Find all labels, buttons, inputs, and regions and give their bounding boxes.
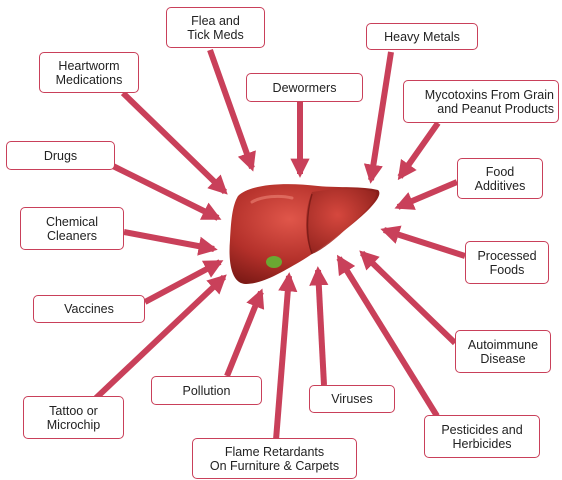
label-heavy-metals: Heavy Metals: [366, 23, 478, 50]
arrow-flame-retardants: [276, 276, 289, 440]
arrow-processed-foods: [384, 230, 465, 256]
label-chemical-cleaners: Chemical Cleaners: [20, 207, 124, 250]
label-processed-foods: Processed Foods: [465, 241, 549, 284]
arrow-vaccines: [145, 262, 220, 302]
label-heartworm-medications: Heartworm Medications: [39, 52, 139, 93]
label-flea-tick-meds: Flea and Tick Meds: [166, 7, 265, 48]
liver-icon: [230, 184, 380, 284]
label-vaccines: Vaccines: [33, 295, 145, 323]
arrow-autoimmune: [362, 253, 455, 343]
label-flame-retardants: Flame Retardants On Furniture & Carpets: [192, 438, 357, 479]
label-viruses: Viruses: [309, 385, 395, 413]
arrow-food-additives: [398, 182, 457, 207]
arrow-flea-tick: [210, 50, 252, 168]
label-food-additives: Food Additives: [457, 158, 543, 199]
label-autoimmune-disease: Autoimmune Disease: [455, 330, 551, 373]
arrow-mycotoxins: [400, 123, 438, 177]
label-drugs: Drugs: [6, 141, 115, 170]
gallbladder-icon: [266, 256, 282, 268]
label-pesticides-herbicides: Pesticides and Herbicides: [424, 415, 540, 458]
label-pollution: Pollution: [151, 376, 262, 405]
arrow-pollution: [227, 292, 261, 376]
arrow-heavy-metals: [371, 52, 391, 180]
arrow-viruses: [318, 270, 324, 385]
label-dewormers: Dewormers: [246, 73, 363, 102]
label-mycotoxins: Mycotoxins From Grain and Peanut Product…: [403, 80, 559, 123]
arrow-chemical-cleaners: [124, 232, 214, 249]
label-tattoo-microchip: Tattoo or Microchip: [23, 396, 124, 439]
